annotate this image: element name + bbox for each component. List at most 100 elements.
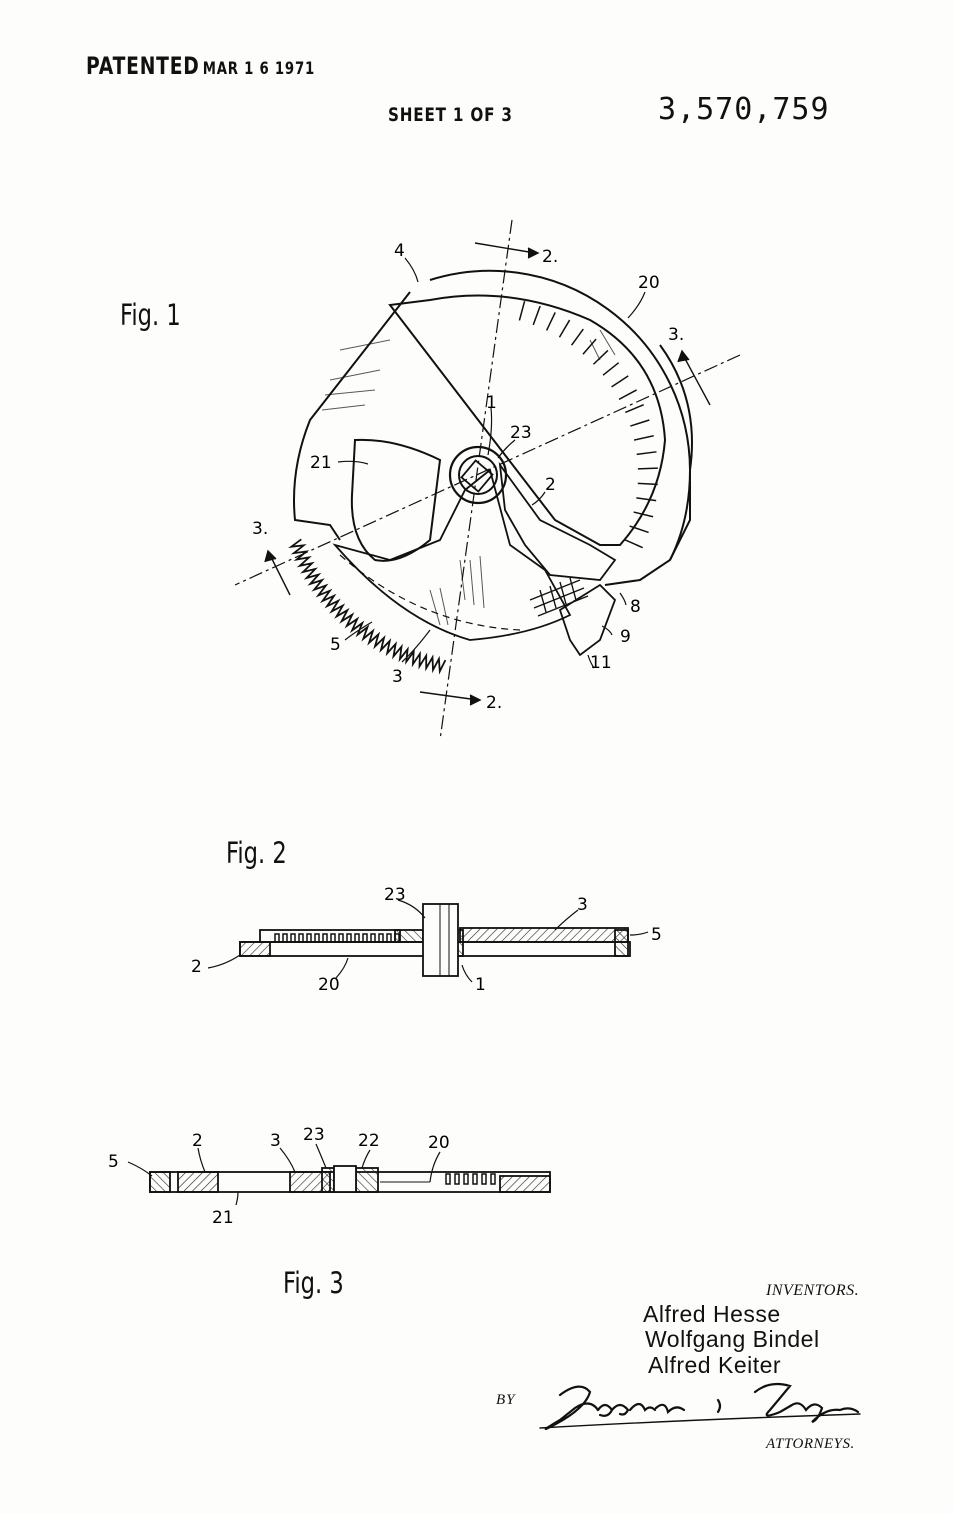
fig1-section-lines: [234, 219, 741, 741]
inventors-heading: INVENTORS.: [766, 1282, 860, 1299]
fig2-ref-5: 5: [651, 925, 662, 945]
fig2-refs: 23 3 5 2 20 1: [191, 885, 662, 995]
fig1-label: Fig. 1: [120, 298, 181, 332]
ratchet-tooth: [611, 375, 629, 388]
fig2-tooth: [274, 933, 280, 943]
fig1-ref-11: 11: [590, 653, 612, 673]
ratchet-tooth: [630, 419, 650, 427]
fig3-teeth: [445, 1173, 496, 1185]
fig1-ref-2-top: 2.: [542, 247, 558, 267]
fig3-tooth: [481, 1173, 487, 1185]
fig3-ref-2: 2: [192, 1131, 203, 1151]
fig1-drawing: [234, 219, 741, 741]
fig3-leaders: [127, 1143, 441, 1206]
fig2-tooth: [378, 933, 384, 943]
ratchet-tooth: [624, 538, 643, 549]
fig3-hub: [333, 1165, 357, 1193]
fig1-outer-rim: [659, 344, 693, 561]
ratchet-tooth: [558, 319, 571, 338]
ratchet-tooth: [636, 451, 657, 456]
fig3-ref-3: 3: [270, 1131, 281, 1151]
fig2-tooth: [314, 933, 320, 943]
fig3-label: Fig. 3: [283, 1266, 344, 1300]
fig2-part-3: [459, 927, 629, 943]
attorneys-label: ATTORNEYS.: [766, 1436, 855, 1452]
ratchet-tooth: [633, 511, 654, 518]
sheet-number: SHEET 1 OF 3: [388, 104, 513, 126]
fig1-disc-outline: [429, 269, 691, 586]
fig3-tooth: [472, 1173, 478, 1185]
patent-number: 3,570,759: [658, 92, 830, 127]
fig2-tooth: [338, 933, 344, 943]
fig3-tooth: [463, 1173, 469, 1185]
fig2-tooth: [362, 933, 368, 943]
fig1-gear-teeth: [288, 538, 447, 675]
fig1-ref-9: 9: [620, 627, 631, 647]
fig2-ref-1: 1: [475, 975, 486, 995]
inventor-name: Alfred Keiter: [648, 1352, 782, 1378]
fig1-section-arrows: [264, 242, 711, 706]
inventor-name: Wolfgang Bindel: [645, 1326, 820, 1352]
fig1-ref-4: 4: [394, 241, 405, 261]
fig1-ref-21: 21: [310, 453, 332, 473]
fig2-tooth: [370, 933, 376, 943]
fig2-ref-20: 20: [318, 975, 340, 995]
fig1-disc-left: [293, 291, 411, 541]
fig1-ref-23: 23: [510, 423, 532, 443]
fig1-ref-20: 20: [638, 273, 660, 293]
ratchet-tooth: [624, 403, 644, 414]
fig3-part-22: [355, 1167, 379, 1193]
fig3-part-5: [149, 1171, 171, 1193]
fig2-ref-3: 3: [577, 895, 588, 915]
ratchet-tooth: [637, 467, 658, 470]
fig3-ref-20: 20: [428, 1133, 450, 1153]
gear-tooth-path: [288, 538, 447, 675]
fig3-drawing: [127, 1143, 551, 1206]
fig2-label: Fig. 2: [226, 836, 287, 870]
attorney-signature: [539, 1382, 861, 1431]
fig2-tooth: [354, 933, 360, 943]
fig2-tooth: [346, 933, 352, 943]
fig2-teeth: [274, 933, 400, 943]
fig1-pawl: [558, 583, 617, 657]
ratchet-tooth: [637, 482, 658, 486]
ratchet-tooth: [582, 338, 597, 355]
fig2-ref-23: 23: [384, 885, 406, 905]
ratchet-tooth: [545, 312, 556, 331]
fig2-ref-2: 2: [191, 957, 202, 977]
fig2-leaders: [207, 899, 649, 983]
fig1-ref-2: 2: [545, 475, 556, 495]
fig1-ref-1: 1: [486, 393, 497, 413]
inventor-name: Alfred Hesse: [643, 1301, 781, 1327]
fig2-tooth: [290, 933, 296, 943]
fig2-tooth: [306, 933, 312, 943]
fig1-hub: [448, 445, 508, 505]
fig3-part-23: [321, 1167, 335, 1193]
fig1-internal-teeth: [518, 300, 658, 549]
fig1-ref-3-right: 3.: [668, 325, 684, 345]
fig1-leaders: [337, 257, 646, 669]
fig1-segment-20: [388, 294, 667, 546]
fig1-refs: 4 2. 20 3. 1 23 21 2 3. 8 9 5 3 11 2.: [252, 241, 684, 713]
fig1-ref-3-left: 3.: [252, 519, 268, 539]
fig2-tooth: [386, 933, 392, 943]
fig3-tooth: [490, 1173, 496, 1185]
fig2-part-5: [614, 929, 629, 957]
fig1-dashed-arc: [339, 554, 521, 631]
fig3-refs: 5 2 3 23 22 20 21: [108, 1125, 450, 1228]
fig2-part-2: [239, 941, 271, 957]
fig3-ref-21: 21: [212, 1208, 234, 1228]
ratchet-tooth: [570, 328, 584, 346]
fig3-ref-5: 5: [108, 1152, 119, 1172]
fig2-tooth: [282, 933, 288, 943]
fig3-part-2: [177, 1171, 219, 1193]
fig1-ref-8: 8: [630, 597, 641, 617]
fig1-cutout-21: [350, 438, 442, 562]
ratchet-tooth: [532, 305, 541, 326]
ratchet-tooth: [618, 389, 637, 401]
ratchet-tooth: [636, 497, 657, 502]
fig3-ref-23: 23: [303, 1125, 325, 1145]
ratchet-tooth: [602, 362, 620, 376]
